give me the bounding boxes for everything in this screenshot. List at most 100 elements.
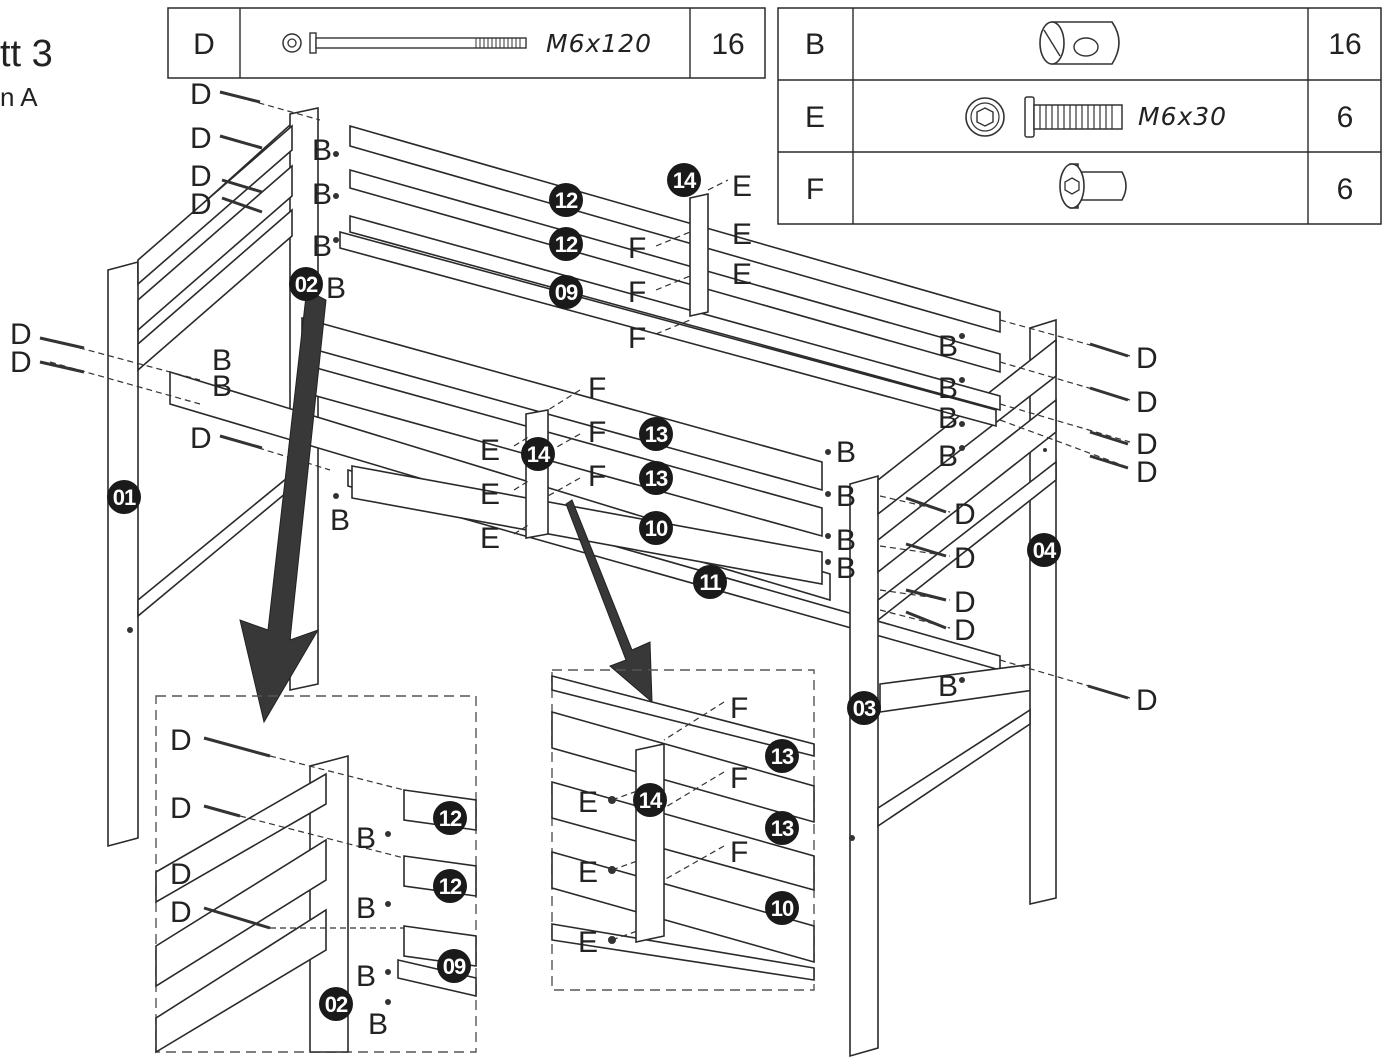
connector-nut-icon bbox=[1059, 163, 1127, 209]
part-badge: 13 bbox=[765, 811, 799, 845]
label-e: E bbox=[480, 522, 500, 555]
label-d: D bbox=[10, 318, 32, 351]
label-f: F bbox=[588, 372, 606, 405]
svg-text:11: 11 bbox=[699, 570, 721, 595]
label-e: E bbox=[732, 258, 752, 291]
parts-row-b-code: B bbox=[805, 28, 825, 61]
zoom-arrow-right-icon bbox=[565, 499, 653, 704]
label-d: D bbox=[170, 792, 192, 825]
label-b: B bbox=[836, 436, 856, 469]
label-b: B bbox=[312, 230, 332, 263]
label-d: D bbox=[1136, 342, 1158, 375]
parts-table-right: B 16 E M6x30 6 F bbox=[777, 7, 1382, 225]
label-d: D bbox=[190, 160, 212, 193]
label-d: D bbox=[190, 188, 212, 221]
label-b: B bbox=[326, 272, 346, 305]
part-badge: 01 bbox=[107, 480, 141, 514]
label-f: F bbox=[730, 762, 748, 795]
svg-text:12: 12 bbox=[555, 188, 578, 213]
part-badge: 02 bbox=[319, 987, 353, 1021]
svg-text:12: 12 bbox=[439, 874, 462, 899]
label-d: D bbox=[170, 858, 192, 891]
svg-text:01: 01 bbox=[113, 485, 136, 510]
svg-text:10: 10 bbox=[645, 516, 668, 541]
label-b: B bbox=[836, 552, 856, 585]
barrel-nut-icon bbox=[1039, 21, 1120, 65]
svg-text:02: 02 bbox=[295, 272, 318, 297]
label-b: B bbox=[836, 524, 856, 557]
label-d: D bbox=[954, 614, 976, 647]
label-d: D bbox=[190, 78, 212, 111]
parts-row-d-spec: M6x120 bbox=[546, 29, 652, 58]
label-b: B bbox=[356, 822, 376, 855]
part-badge: 09 bbox=[549, 275, 583, 309]
label-d: D bbox=[954, 586, 976, 619]
parts-row-b-qty: 16 bbox=[1328, 28, 1361, 61]
label-e: E bbox=[578, 856, 598, 889]
parts-table-left: D M6x120 16 bbox=[167, 7, 766, 79]
svg-text:14: 14 bbox=[673, 168, 697, 193]
hex-screw-icon bbox=[965, 96, 1123, 138]
label-f: F bbox=[588, 416, 606, 449]
label-b: B bbox=[938, 372, 958, 405]
part-badge: 09 bbox=[437, 949, 471, 983]
svg-text:13: 13 bbox=[645, 466, 668, 491]
svg-text:09: 09 bbox=[555, 280, 578, 305]
part-badge: 11 bbox=[693, 565, 727, 599]
label-b: B bbox=[836, 480, 856, 513]
label-e: E bbox=[480, 434, 500, 467]
label-d: D bbox=[170, 896, 192, 929]
parts-row-e-spec: M6x30 bbox=[1138, 102, 1227, 131]
label-e: E bbox=[578, 926, 598, 959]
step-title: tt 3 bbox=[0, 33, 53, 75]
label-b: B bbox=[330, 504, 350, 537]
label-b: B bbox=[938, 670, 958, 703]
label-b: B bbox=[356, 960, 376, 993]
part-badge: 12 bbox=[549, 183, 583, 217]
part-badge: 10 bbox=[765, 891, 799, 925]
label-f: F bbox=[588, 460, 606, 493]
parts-row-e-code: E bbox=[805, 101, 825, 134]
label-b: B bbox=[312, 134, 332, 167]
label-e: E bbox=[578, 786, 598, 819]
label-b: B bbox=[212, 370, 232, 403]
part-badges: 01 02 03 04 09 10 11 12 12 13 13 14 14 1… bbox=[107, 163, 1061, 1021]
svg-text:13: 13 bbox=[771, 816, 794, 841]
label-d: D bbox=[954, 498, 976, 531]
detail-inset-right bbox=[551, 669, 815, 991]
part-badge: 12 bbox=[549, 227, 583, 261]
part-badge: 13 bbox=[639, 461, 673, 495]
svg-text:04: 04 bbox=[1033, 538, 1057, 563]
label-d: D bbox=[1136, 456, 1158, 489]
svg-text:13: 13 bbox=[645, 422, 668, 447]
label-b: B bbox=[312, 178, 332, 211]
label-d: D bbox=[1136, 684, 1158, 717]
part-badge: 10 bbox=[639, 511, 673, 545]
zoom-arrow-left-icon bbox=[239, 295, 327, 724]
svg-text:02: 02 bbox=[325, 992, 348, 1017]
svg-text:14: 14 bbox=[527, 442, 551, 467]
part-badge: 12 bbox=[433, 801, 467, 835]
label-e: E bbox=[732, 218, 752, 251]
label-b: B bbox=[356, 892, 376, 925]
parts-row-f-code: F bbox=[806, 173, 824, 206]
label-d: D bbox=[10, 346, 32, 379]
part-badge: 03 bbox=[847, 691, 881, 725]
svg-text:13: 13 bbox=[771, 744, 794, 769]
part-badge: 14 bbox=[521, 437, 555, 471]
svg-text:09: 09 bbox=[443, 954, 466, 979]
svg-text:10: 10 bbox=[771, 896, 794, 921]
label-f: F bbox=[628, 232, 646, 265]
part-badge: 04 bbox=[1027, 533, 1061, 567]
label-d: D bbox=[170, 724, 192, 757]
part-badge: 13 bbox=[639, 417, 673, 451]
label-b: B bbox=[938, 330, 958, 363]
part-badge: 14 bbox=[667, 163, 701, 197]
label-b: B bbox=[368, 1008, 388, 1041]
label-d: D bbox=[190, 422, 212, 455]
label-b: B bbox=[938, 440, 958, 473]
part-badge: 14 bbox=[633, 783, 667, 817]
label-d: D bbox=[1136, 428, 1158, 461]
part-badge: 02 bbox=[289, 267, 323, 301]
